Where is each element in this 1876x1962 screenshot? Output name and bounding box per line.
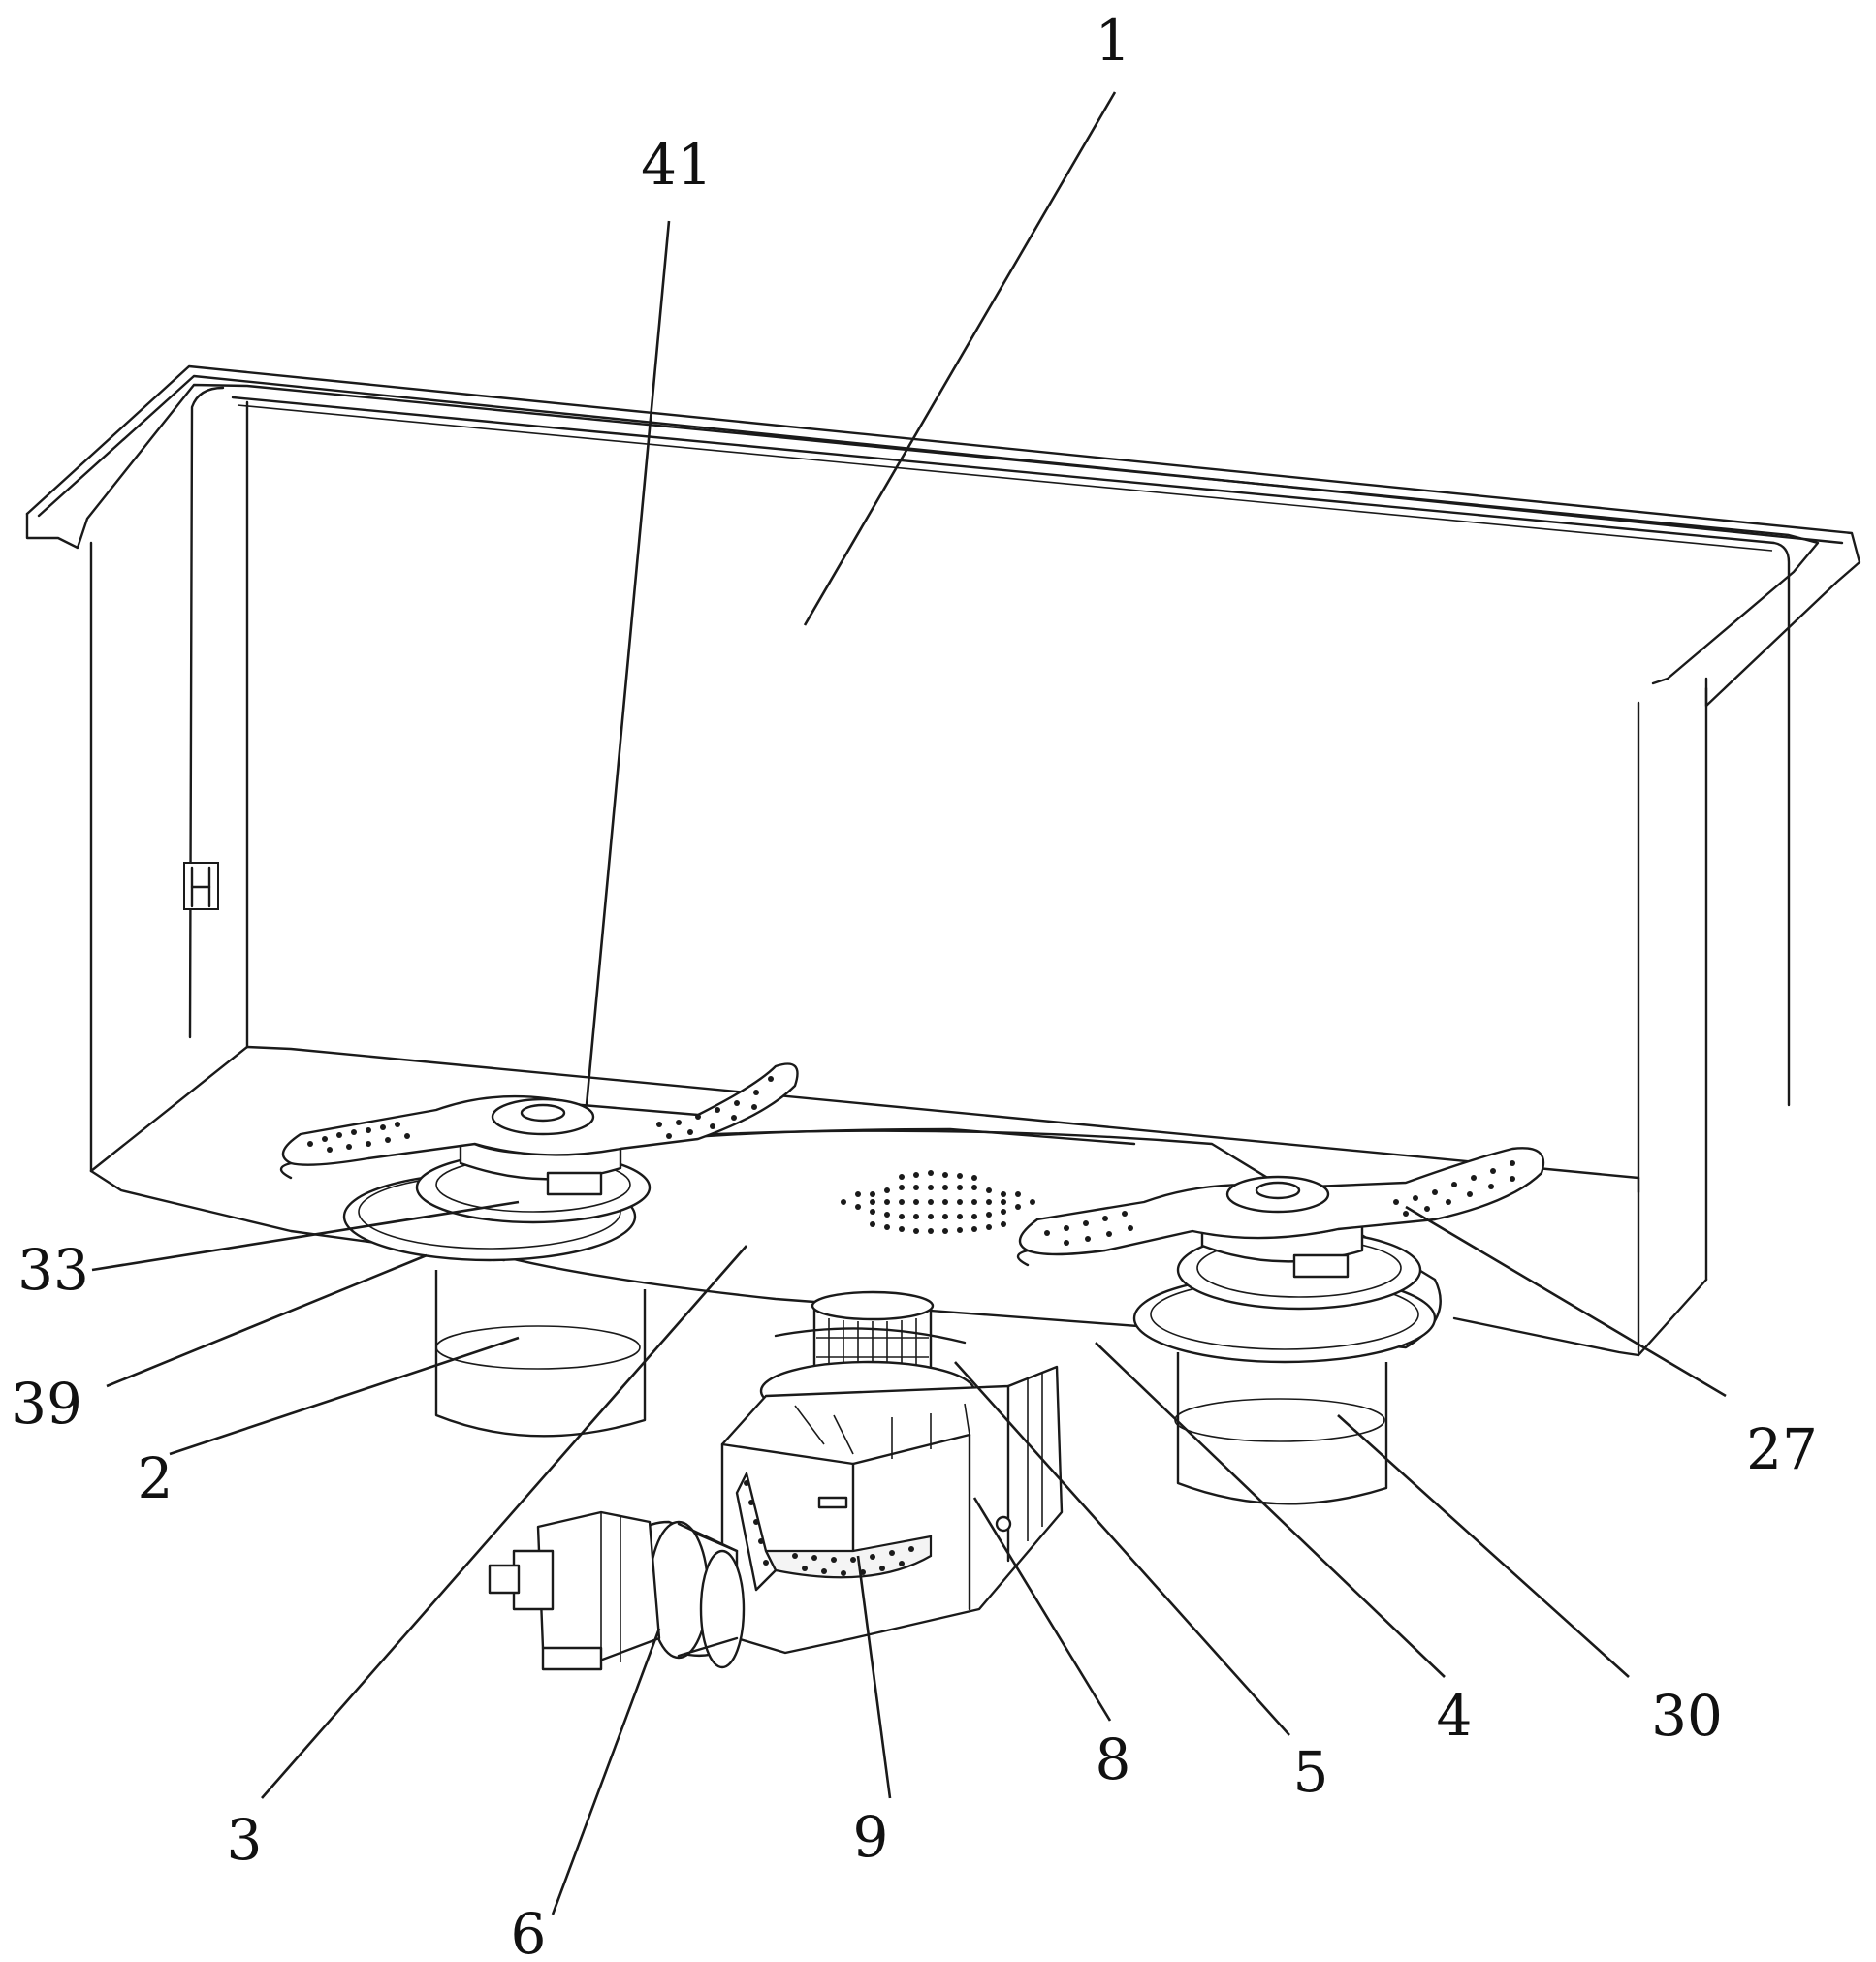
- leader-5: [954, 1361, 1290, 1736]
- callout-3: 3: [227, 1807, 263, 1873]
- callout-27: 27: [1746, 1416, 1818, 1482]
- leader-6: [551, 1628, 661, 1915]
- drain-pump: [488, 1510, 746, 1671]
- spray-perforations: [841, 1170, 1035, 1234]
- callout-4: 4: [1437, 1683, 1473, 1749]
- leader-4: [1095, 1342, 1446, 1678]
- leader-30: [1337, 1414, 1630, 1678]
- tub-body: [25, 364, 1861, 1357]
- left-spray-arm-assembly: [279, 1062, 799, 1438]
- leader-41: [585, 220, 671, 1106]
- leader-3: [261, 1245, 747, 1799]
- callout-5: 5: [1293, 1739, 1329, 1805]
- callout-30: 30: [1651, 1683, 1723, 1749]
- callout-2: 2: [138, 1445, 174, 1511]
- callout-41: 41: [641, 132, 713, 198]
- leader-27: [1405, 1205, 1727, 1398]
- leader-33: [91, 1200, 520, 1272]
- leader-8: [972, 1497, 1112, 1722]
- leader-9: [856, 1555, 892, 1799]
- callout-8: 8: [1096, 1726, 1131, 1792]
- leader-39: [106, 1253, 428, 1388]
- leader-1: [803, 91, 1117, 626]
- callouts: 1 41 33 39 2 3 6 9 8 5 4 30 27: [11, 8, 1818, 1962]
- callout-33: 33: [17, 1237, 89, 1303]
- callout-6: 6: [511, 1901, 547, 1962]
- right-spray-arm-assembly: [1016, 1147, 1545, 1505]
- leader-lines: [91, 91, 1727, 1915]
- leader-2: [169, 1336, 520, 1456]
- callout-9: 9: [853, 1804, 889, 1870]
- filter-and-sump: [720, 1290, 1064, 1655]
- callout-39: 39: [11, 1371, 82, 1437]
- callout-1: 1: [1096, 8, 1131, 74]
